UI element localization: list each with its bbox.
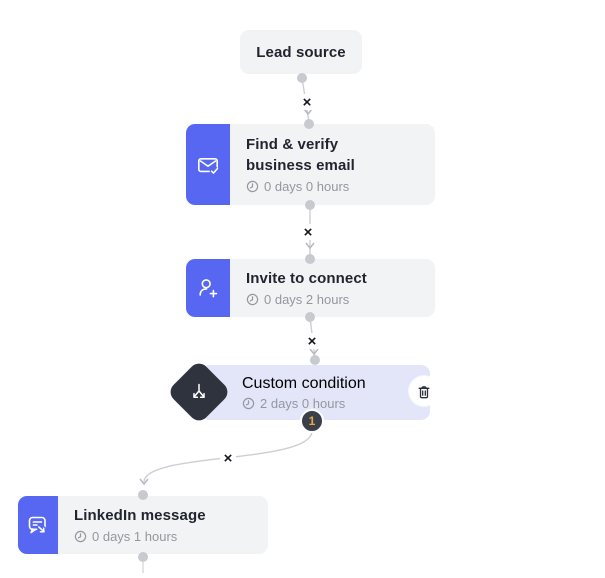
- node-invite-to-connect[interactable]: Invite to connect 0 days 2 hours: [186, 259, 435, 317]
- email-check-icon: [186, 124, 230, 205]
- node-title: Invite to connect: [246, 269, 367, 287]
- delete-connection-icon[interactable]: ×: [300, 224, 316, 240]
- connection-dot[interactable]: [305, 254, 315, 264]
- node-title: Find & verify business email: [246, 136, 355, 174]
- node-find-verify-email[interactable]: Find & verify business email 0 days 0 ho…: [186, 124, 435, 205]
- connection-dot[interactable]: [305, 312, 315, 322]
- clock-icon: [246, 180, 259, 192]
- branch-badge[interactable]: 1: [300, 409, 324, 433]
- node-title: Custom condition: [242, 374, 366, 392]
- delete-connection-icon[interactable]: ×: [299, 94, 315, 110]
- connection-dot[interactable]: [297, 73, 307, 83]
- connection-dot[interactable]: [138, 552, 148, 562]
- chevron-down-icon: [309, 348, 319, 356]
- clock-icon: [246, 293, 259, 306]
- connection-dot[interactable]: [138, 490, 148, 500]
- delete-connection-icon[interactable]: ×: [220, 450, 236, 466]
- node-delay: 0 days 1 hours: [74, 529, 206, 544]
- connection-dot[interactable]: [304, 119, 314, 129]
- connection-dot[interactable]: [310, 355, 320, 365]
- trash-icon: [418, 385, 430, 398]
- person-add-icon: [186, 259, 230, 317]
- chevron-down-icon: [305, 242, 315, 250]
- node-title: LinkedIn message: [74, 506, 206, 524]
- branch-split-icon: [166, 359, 232, 425]
- node-linkedin-message[interactable]: LinkedIn message 0 days 1 hours: [18, 496, 268, 554]
- node-delay: 0 days 2 hours: [246, 292, 367, 307]
- connection-dot[interactable]: [305, 200, 315, 210]
- node-delay: 0 days 0 hours: [246, 179, 396, 194]
- delete-node-button[interactable]: [409, 376, 439, 406]
- clock-icon: [74, 530, 87, 543]
- node-delay: 2 days 0 hours: [242, 396, 430, 411]
- node-lead-source[interactable]: Lead source: [240, 30, 362, 74]
- chevron-down-icon: [139, 478, 149, 486]
- delete-connection-icon[interactable]: ×: [304, 333, 320, 349]
- chat-send-icon: [18, 496, 58, 554]
- clock-icon: [242, 397, 255, 409]
- node-title: Lead source: [256, 43, 346, 61]
